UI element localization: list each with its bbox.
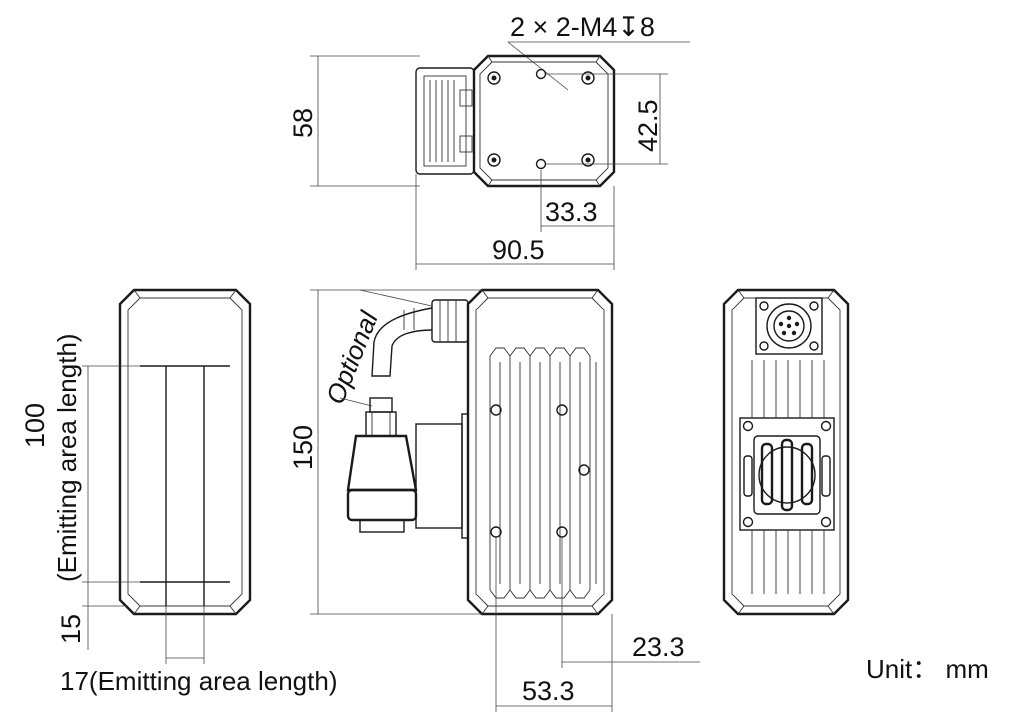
rear-fan-plate	[739, 417, 835, 531]
side-fins	[489, 347, 597, 599]
top-body	[472, 54, 616, 188]
top-connector	[415, 67, 475, 175]
dim-17-label: 17(Emitting area length)	[60, 666, 337, 696]
top-view: 2 × 2-M4↧8	[288, 12, 690, 270]
rear-connector	[755, 297, 823, 355]
straight-connector	[346, 397, 469, 539]
dim-15: 15	[56, 614, 86, 644]
dim-42-5: 42.5	[633, 99, 663, 152]
unit-label: Unit： mm	[866, 654, 989, 684]
emitting-length-label: (Emitting area length)	[52, 333, 82, 582]
dim-53-3: 53.3	[522, 676, 575, 706]
optional-connector	[371, 299, 469, 377]
front-view: 100 (Emitting area length) 15 17(Emittin…	[20, 288, 337, 696]
rear-view	[722, 288, 850, 616]
dim-33-3: 33.3	[545, 197, 598, 227]
dim-150: 150	[288, 425, 318, 470]
dim-90-5: 90.5	[492, 235, 545, 265]
dim-23-3: 23.3	[632, 632, 685, 662]
hole-callout: 2 × 2-M4↧8	[510, 12, 655, 42]
side-view: Optional 150 23.3 53.3	[288, 288, 700, 712]
optional-label: Optional	[320, 306, 385, 408]
dim-100: 100	[20, 403, 50, 448]
dim-58: 58	[288, 108, 318, 138]
